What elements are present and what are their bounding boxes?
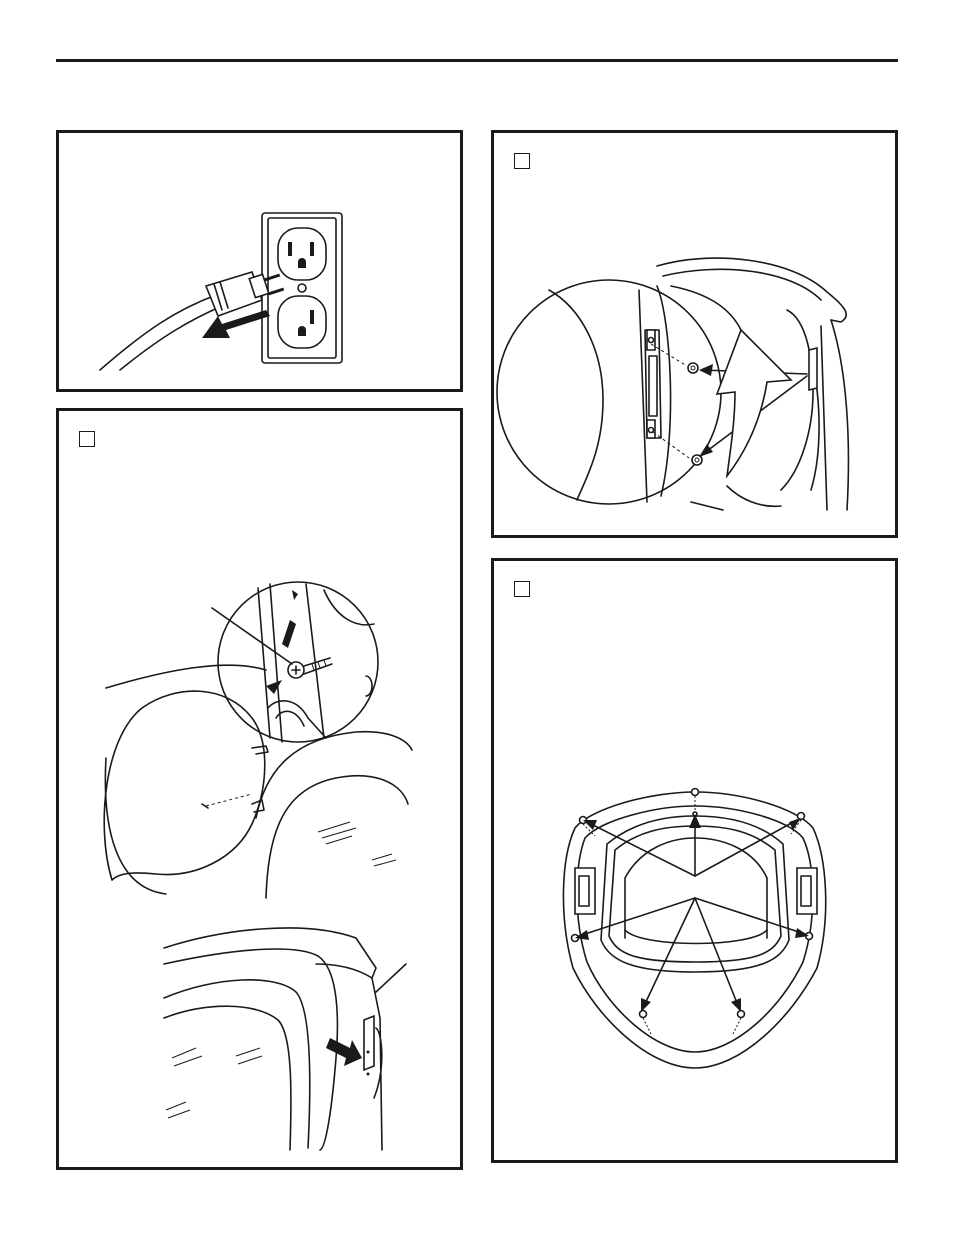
- dryer-door-illustration: [56, 408, 463, 1170]
- header-rule: [56, 59, 898, 62]
- panel-door-screws: [491, 130, 898, 538]
- panel-hinge-screws: [56, 408, 463, 1170]
- panel-door-ring-screws: [491, 558, 898, 1163]
- panel-unplug: [56, 130, 463, 392]
- dryer-door-illustration: [491, 558, 898, 1163]
- outlet-plug-illustration: [56, 130, 463, 392]
- dryer-door-illustration: [491, 130, 898, 538]
